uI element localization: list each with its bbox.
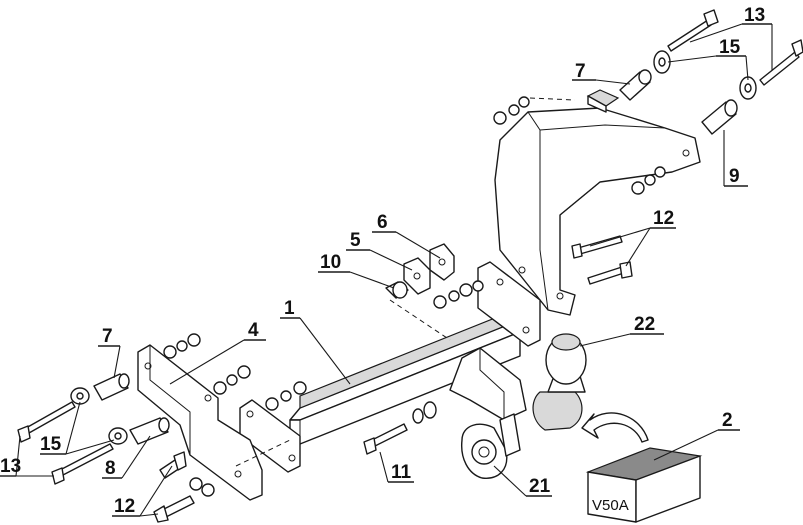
left-washer-2 [108, 427, 128, 445]
curved-arrow [581, 412, 649, 443]
callout-12-left: 12 [114, 496, 135, 517]
callout-13-right: 13 [744, 5, 765, 26]
left-washer-1 [70, 387, 90, 405]
right-washer-1 [653, 50, 671, 74]
right-washer-2 [739, 76, 757, 100]
callout-15-right: 15 [719, 37, 741, 58]
callout-8: 8 [105, 458, 116, 479]
left-bolt-2 [51, 443, 114, 485]
right-top-hardware [493, 96, 576, 125]
right-top-bolt-2 [759, 39, 803, 86]
callout-22: 22 [634, 314, 655, 335]
callout-5: 5 [350, 230, 361, 251]
right-spacer-7 [619, 69, 652, 101]
center-bushing-10 [385, 281, 409, 299]
callout-13-left: 13 [0, 456, 21, 477]
callout-4: 4 [248, 320, 259, 341]
hitch-mount-plate [449, 347, 527, 421]
right-beam-end-plate [477, 261, 541, 347]
callout-2: 2 [722, 410, 733, 431]
center-plate-6 [429, 243, 455, 281]
callout-11: 11 [391, 462, 412, 483]
right-spacer-9 [701, 99, 738, 135]
callout-1: 1 [284, 298, 295, 319]
callout-12-right: 12 [653, 208, 674, 229]
left-upper-hardware [163, 333, 307, 411]
left-spacer-7 [93, 373, 130, 401]
left-spacer-8 [129, 417, 170, 445]
right-middle-hardware [631, 166, 666, 195]
right-top-spacer [586, 89, 620, 113]
leader-lines [0, 23, 773, 517]
right-side-bracket [494, 107, 701, 316]
bolt-11 [363, 401, 437, 455]
left-lower-bolts [153, 451, 215, 523]
left-side-bracket [137, 344, 263, 501]
callout-10: 10 [320, 252, 341, 273]
callout-labels: 13 15 7 9 12 6 5 10 1 22 4 7 15 13 8 12 … [0, 5, 765, 517]
callout-15-left: 15 [40, 434, 62, 455]
center-plate-5 [403, 257, 431, 295]
callout-9: 9 [729, 166, 740, 187]
socket-plate [461, 413, 521, 479]
callout-6: 6 [377, 212, 388, 233]
callout-7-left: 7 [102, 326, 113, 347]
center-hardware [433, 280, 484, 309]
center-dashed-guide [389, 299, 451, 341]
tow-ball [545, 333, 587, 385]
right-top-bolt-1 [667, 9, 719, 52]
left-dashed-guide [235, 439, 291, 467]
left-bolt-1 [17, 401, 76, 443]
manual-box-label: V50A [592, 497, 629, 514]
callout-21: 21 [529, 476, 551, 497]
right-bracket-bolts [571, 235, 633, 285]
callout-7-right: 7 [575, 61, 586, 82]
manual-box [585, 447, 703, 523]
